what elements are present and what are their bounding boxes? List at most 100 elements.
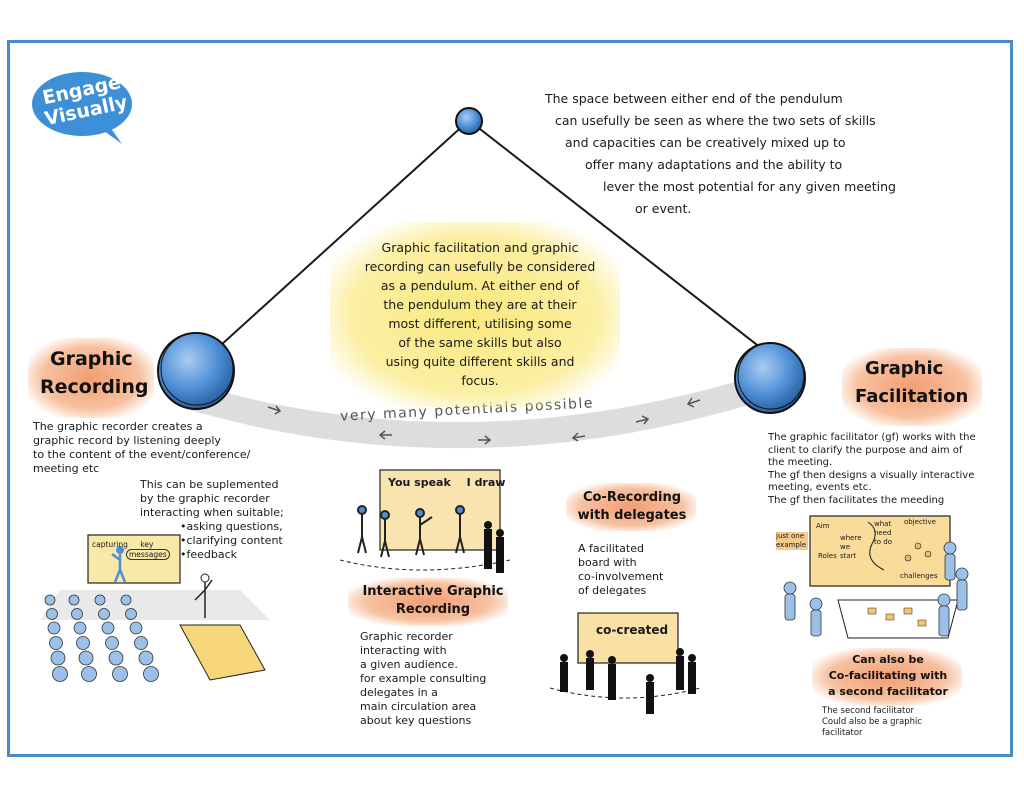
desc-line: delegates in a (360, 686, 438, 699)
graphic-recording-scene (40, 534, 270, 682)
supplement-line: This can be suplemented (140, 478, 279, 491)
desc-line: the meeting. (768, 457, 833, 468)
center-note-line: recording can usefully be considered (364, 259, 596, 274)
graphic-facilitation-title: Graphic Facilitation (855, 355, 968, 411)
board-label: Roles (818, 552, 837, 560)
interactive-scene (340, 469, 510, 573)
top-note-line: or event. (635, 201, 692, 216)
board-label: what need to do (874, 520, 892, 546)
co-recording-board-text: co-created (596, 623, 669, 637)
desc-line: a given audience. (360, 658, 458, 671)
center-note-line: using quite different skills and (385, 354, 575, 369)
scene-board-labels: capturing key messages (92, 540, 182, 560)
desc-line: Graphic recorder (360, 630, 453, 643)
desc-line: A facilitated (578, 542, 644, 555)
title-line: Graphic (865, 358, 944, 379)
graphic-recording-desc: The graphic recorder creates a graphic r… (33, 420, 273, 476)
desc-line: client to clarify the purpose and aim of (768, 444, 963, 456)
center-note-line: as a pendulum. At either end of (380, 278, 580, 293)
graphic-recording-supplement: This can be suplemented by the graphic r… (140, 478, 310, 562)
center-note: Graphic facilitation and graphic recordi… (345, 238, 615, 390)
gf-board-labels: just one example Aim where we start what… (776, 516, 976, 588)
note-line: The second facilitator (822, 706, 915, 716)
cofac-highlight (812, 648, 962, 706)
center-note-line: most different, utilising some (388, 316, 572, 331)
graphic-recording-title: Graphic Recording (40, 345, 148, 401)
cofac-note: The second facilitator Could also be a g… (822, 706, 962, 739)
desc-line: for example consulting (360, 672, 487, 685)
board-label: challenges (900, 572, 938, 580)
title-line: Co-Recording (582, 490, 682, 505)
co-recording-desc: A facilitated board with co-involvement … (578, 542, 698, 598)
board-label: messages (126, 549, 170, 560)
title-line: Interactive Graphic (362, 584, 504, 599)
top-note-line: and capacities can be creatively mixed u… (565, 135, 846, 150)
desc-line: co-involvement (578, 570, 664, 583)
board-label: Aim (816, 522, 830, 530)
note-line: Could also be a graphic (822, 717, 923, 727)
page-frame (7, 40, 1013, 757)
center-note-line: Graphic facilitation and graphic (381, 240, 579, 255)
supplement-line: by the graphic recorder (140, 492, 270, 505)
co-recording-title-highlight (566, 483, 696, 531)
desc-line: The gf then facilitates the meeding (768, 494, 945, 506)
board-label: objective (904, 518, 936, 526)
scene-board (87, 534, 181, 584)
desc-line: main circulation area (360, 700, 477, 713)
speech-bubble-icon (32, 72, 132, 144)
bullet-item: •asking questions, (180, 520, 283, 533)
board-text: I draw (466, 476, 506, 489)
board-label: capturing (92, 540, 128, 549)
title-line: Can also be (852, 653, 924, 666)
note-line: facilitator (822, 728, 863, 738)
top-note: The space between either end of the pend… (545, 88, 985, 220)
cofac-title: Can also be Co-facilitating with a secon… (818, 652, 958, 700)
interactive-title: Interactive Graphic Recording (358, 583, 508, 619)
center-note-line: the pendulum they are at their (383, 297, 577, 312)
top-note-line: offer many adaptations and the ability t… (585, 157, 843, 172)
desc-line: graphic record by listening deeply (33, 434, 221, 447)
title-line: Facilitation (855, 386, 969, 407)
desc-line: meeting etc (33, 462, 100, 475)
board-label: just one example (776, 532, 808, 550)
center-note-line: of the same skills but also (398, 335, 562, 350)
top-note-line: The space between either end of the pend… (545, 91, 843, 106)
title-line: Recording (40, 376, 149, 398)
desc-line: board with (578, 556, 637, 569)
co-recording-title: Co-Recording with delegates (572, 489, 692, 525)
graphic-facilitation-desc: The graphic facilitator (gf) works with … (768, 432, 1000, 507)
top-note-line: lever the most potential for any given m… (603, 179, 896, 194)
desc-line: The gf then designs a visually interacti… (768, 469, 975, 481)
graphic-recording-highlight (28, 338, 154, 418)
supplement-bullets: •asking questions, •clarifying content •… (140, 520, 310, 562)
title-line: a second facilitator (828, 685, 948, 698)
engage-visually-logo: Engage Visually (30, 68, 140, 148)
desc-line: meeting, events etc. (768, 482, 872, 493)
interactive-board-text: You speak I draw (388, 476, 505, 489)
center-note-line: focus. (461, 373, 499, 388)
board-label: where we start (840, 534, 862, 560)
desc-line: interacting with (360, 644, 447, 657)
title-line: Graphic (50, 348, 133, 370)
top-note-line: can usefully be seen as where the two se… (555, 113, 876, 128)
board-label: key (140, 540, 154, 549)
co-recording-scene (550, 612, 700, 714)
interactive-title-highlight (348, 578, 508, 626)
bullet-item: •feedback (180, 548, 238, 561)
bullet-item: •clarifying content (180, 534, 283, 547)
interactive-desc: Graphic recorder interacting with a give… (360, 630, 530, 728)
desc-line: The graphic facilitator (gf) works with … (768, 432, 976, 443)
desc-line: of delegates (578, 584, 647, 597)
title-line: Recording (395, 602, 471, 617)
graphic-facilitation-highlight (842, 348, 982, 426)
desc-line: The graphic recorder creates a (33, 420, 203, 433)
desc-line: about key questions (360, 714, 472, 727)
center-note-highlight (330, 222, 620, 407)
desc-line: to the content of the event/conference/ (33, 448, 251, 461)
supplement-line: interacting when suitable; (140, 506, 284, 519)
graphic-facilitation-scene (783, 515, 969, 639)
board-text: You speak (388, 476, 451, 489)
title-line: Co-facilitating with (828, 669, 948, 682)
title-line: with delegates (577, 508, 687, 523)
